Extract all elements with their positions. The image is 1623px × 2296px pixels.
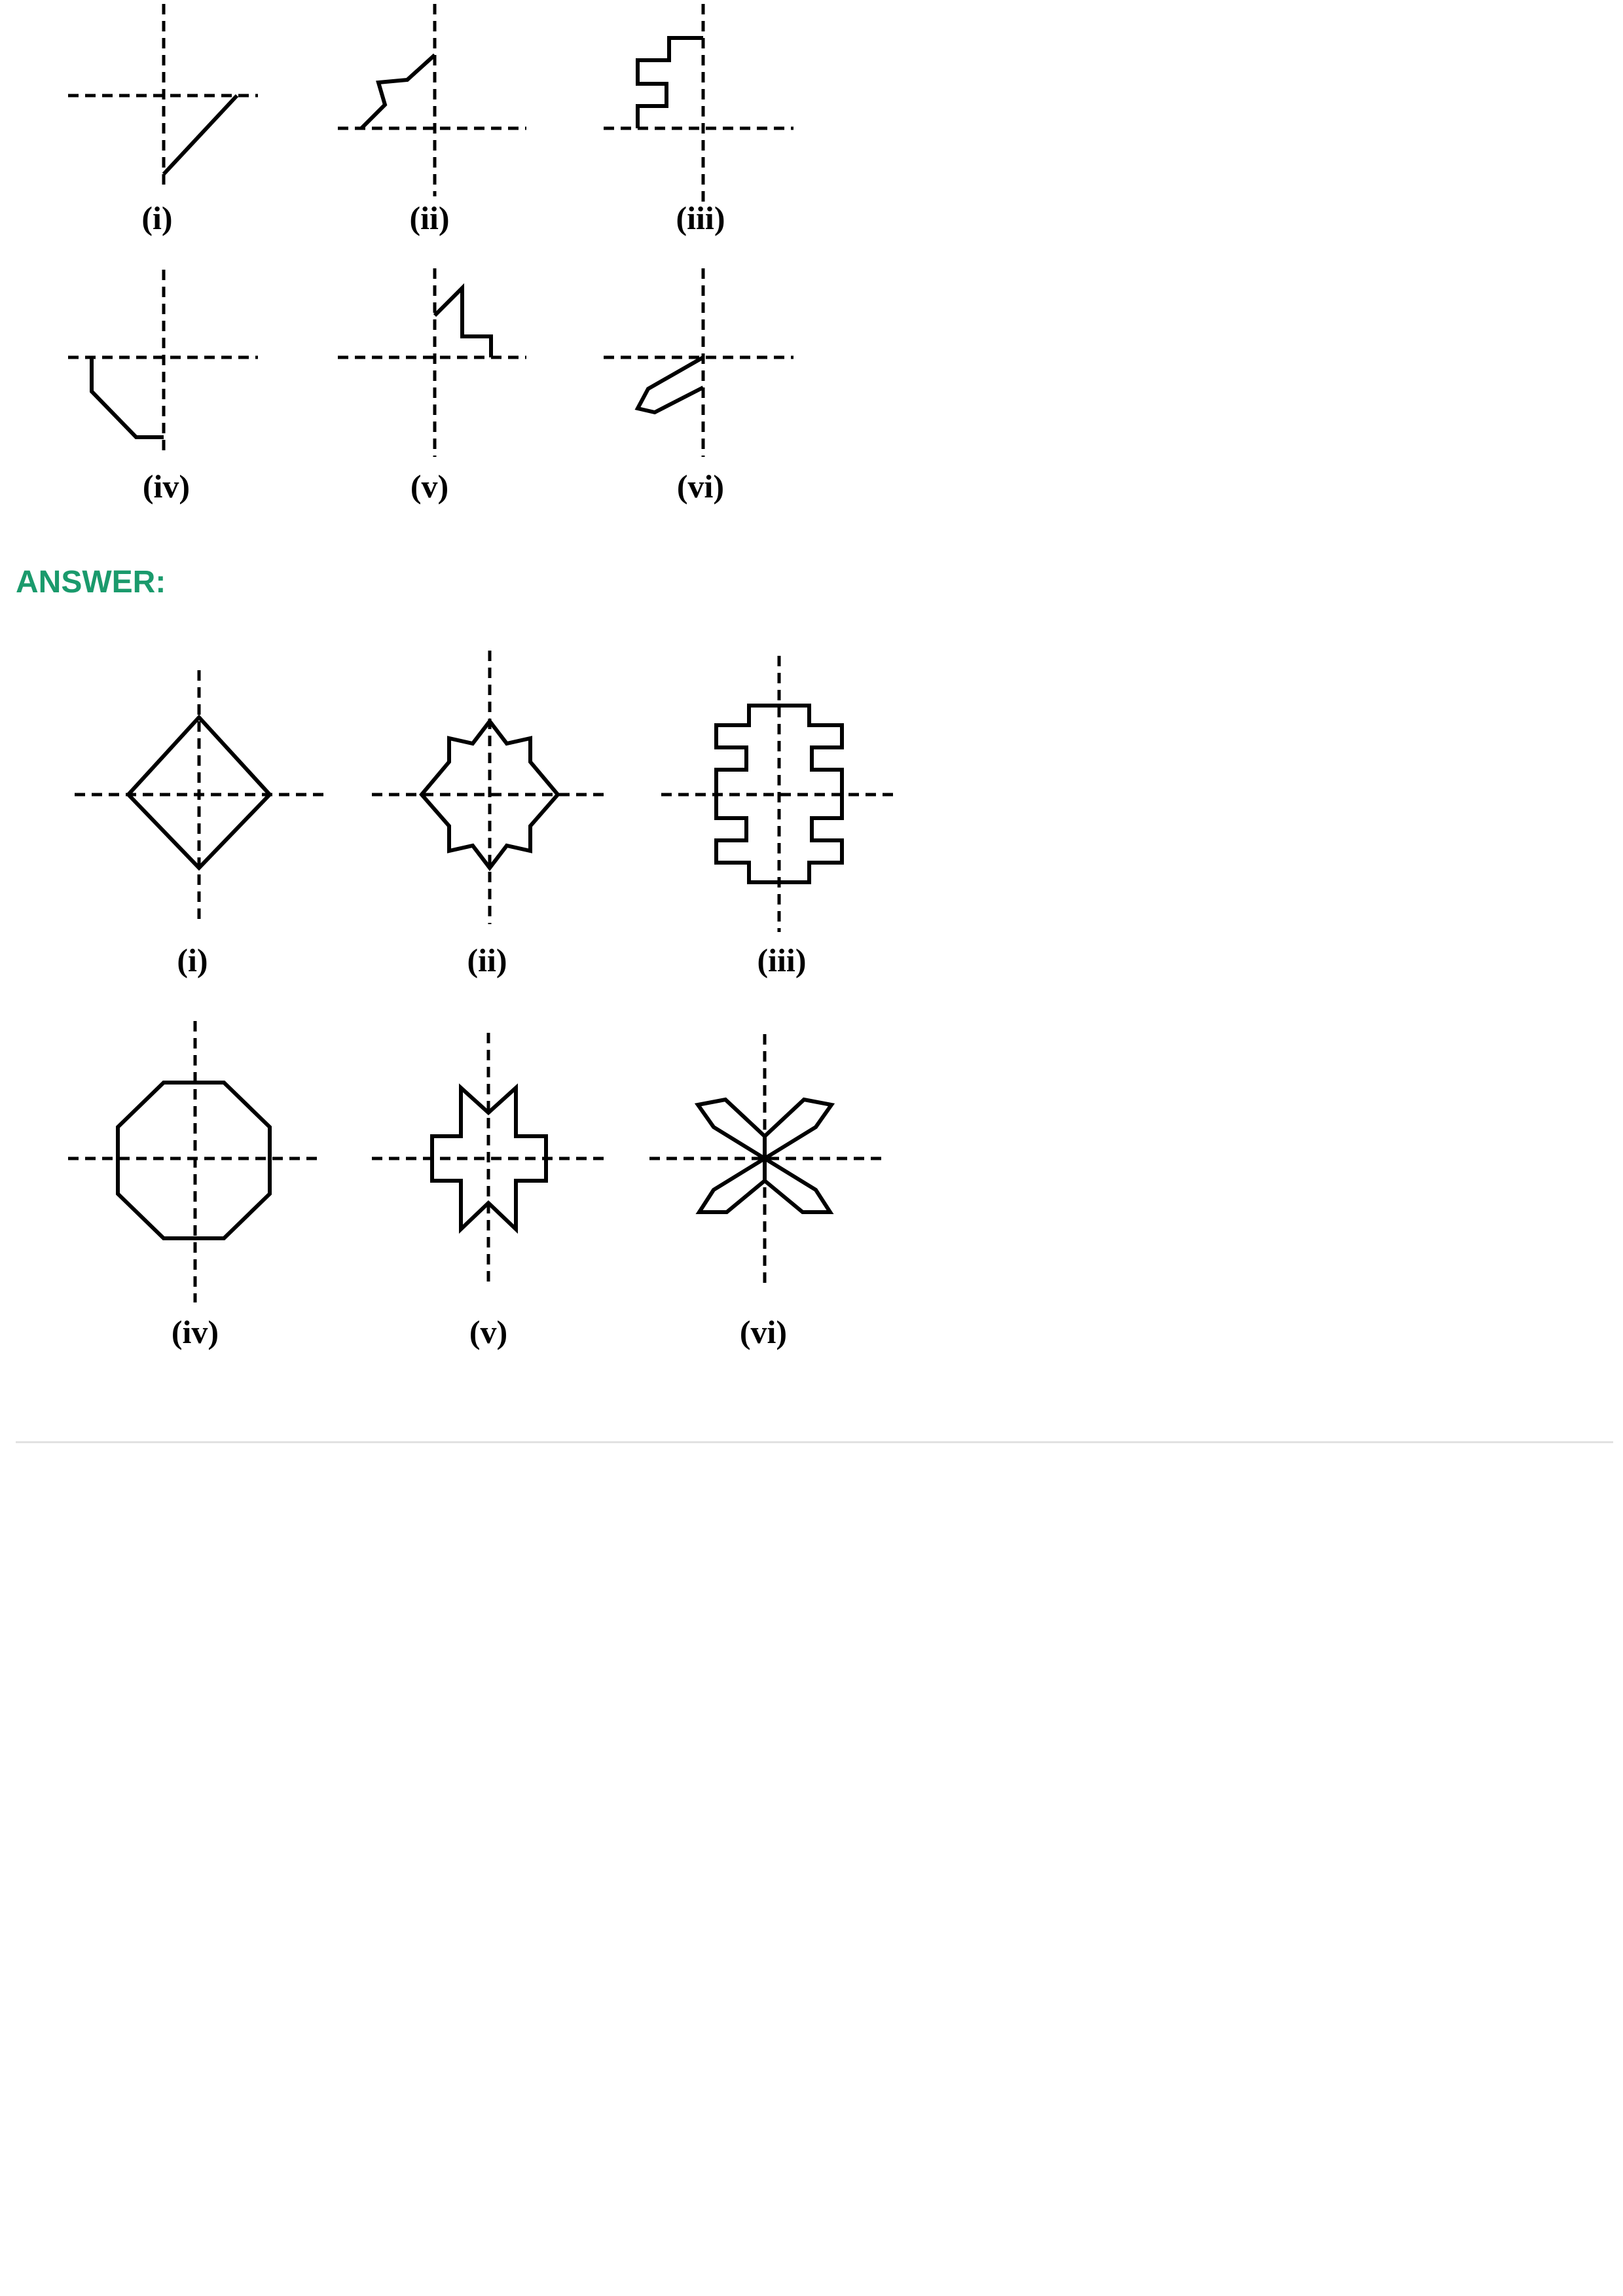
question-label-iv: (iv): [143, 468, 190, 505]
partial-shape: [636, 36, 703, 128]
answer-figure-ii: (ii): [372, 651, 608, 978]
answer-label-ii: (ii): [467, 942, 507, 978]
question-figure-iv: (iv): [68, 270, 258, 505]
petal-top-right: [763, 1097, 835, 1162]
partial-shape: [634, 355, 704, 415]
question-figure-vi: (vi): [604, 268, 793, 505]
answer-label-vi: (vi): [740, 1314, 787, 1350]
completed-cross-shape: [714, 704, 844, 884]
question-label-vi: (vi): [677, 468, 724, 505]
partial-shape: [359, 53, 437, 130]
question-label-i: (i): [141, 200, 172, 236]
question-figure-i: (i): [68, 4, 258, 236]
answer-figure-iv: (iv): [68, 1021, 323, 1350]
section-divider: [16, 1441, 1613, 1443]
partial-shape: [90, 357, 164, 439]
completed-star-cross: [430, 1083, 548, 1234]
petal-bottom-right: [763, 1155, 834, 1214]
question-figure-ii: (ii): [338, 4, 526, 236]
answer-label-v: (v): [469, 1314, 507, 1350]
partial-shape: [433, 283, 493, 357]
question-label-v: (v): [410, 468, 448, 505]
completed-octagon: [116, 1081, 272, 1240]
question-figure-iii: (iii): [604, 4, 793, 236]
completed-star-shape: [419, 718, 560, 871]
petal-bottom-left: [695, 1155, 767, 1214]
answer-label-iv: (iv): [172, 1314, 219, 1350]
answer-figure-vi: (vi): [649, 1034, 885, 1350]
answer-heading: ANSWER:: [16, 565, 166, 600]
question-figure-v: (v): [338, 268, 526, 505]
answer-label-iii: (iii): [757, 942, 807, 978]
answer-label-i: (i): [177, 942, 208, 978]
answer-figure-v: (v): [372, 1033, 608, 1350]
completed-diamond: [125, 714, 273, 871]
question-label-ii: (ii): [409, 200, 449, 236]
answer-figure-iii: (iii): [661, 656, 897, 978]
answer-figure-i: (i): [75, 670, 323, 978]
partial-shape: [162, 94, 239, 176]
petal-top-left: [694, 1097, 767, 1162]
question-label-iii: (iii): [676, 200, 725, 236]
